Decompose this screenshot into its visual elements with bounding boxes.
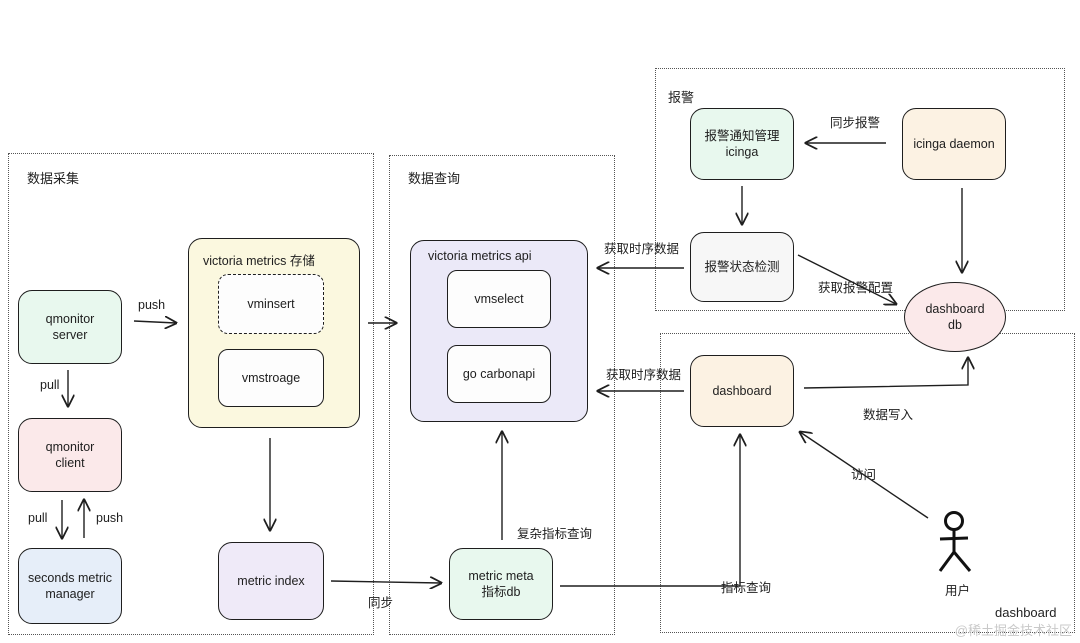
region-data-query-label: 数据查询 [408, 171, 461, 186]
edge-sync-index-meta [330, 581, 441, 583]
edge-label-data-write: 数据写入 [863, 408, 914, 422]
user-label: 用户 [945, 584, 971, 598]
edge-fetch-alarm-cfg [797, 254, 896, 304]
edge-label-pull-2: pull [28, 511, 48, 525]
metric-index-node[interactable]: metric index [218, 542, 324, 620]
metric-meta-node[interactable]: metric meta 指标db [449, 548, 553, 620]
edge-visit [800, 432, 929, 519]
vmselect-node[interactable]: vmselect [447, 270, 551, 328]
dashboard-node[interactable]: dashboard [690, 355, 794, 427]
edge-label-sync: 同步 [368, 596, 394, 610]
alarm-notify-node[interactable]: 报警通知管理 icinga [690, 108, 794, 180]
edge-label-push-1: push [138, 298, 166, 312]
vm-api-title: victoria metrics api [428, 249, 532, 263]
region-dashboard [660, 333, 1075, 633]
region-alarm [655, 68, 1065, 311]
edge-metric-query [560, 435, 740, 587]
qmonitor-server-node[interactable]: qmonitor server [18, 290, 122, 364]
dashboard-db-node[interactable]: dashboard db [904, 282, 1006, 352]
vminsert-node[interactable]: vminsert [218, 274, 324, 334]
edge-label-fetch-ts-1: 获取时序数据 [604, 242, 680, 256]
icinga-daemon-node[interactable]: icinga daemon [902, 108, 1006, 180]
region-alarm-label: 报警 [668, 90, 695, 105]
edge-data-write [803, 358, 968, 389]
seconds-metric-manager-node[interactable]: seconds metric manager [18, 548, 122, 624]
user-stick-figure-icon [938, 511, 972, 572]
edge-label-sync-alarm: 同步报警 [830, 116, 881, 130]
alarm-check-node[interactable]: 报警状态检测 [690, 232, 794, 302]
edge-label-metric-query: 指标查询 [721, 581, 772, 595]
go-carbonapi-node[interactable]: go carbonapi [447, 345, 551, 403]
region-data-query [389, 155, 615, 635]
edge-label-fetch-alarm-cfg: 获取报警配置 [818, 281, 894, 295]
edge-label-visit: 访问 [851, 468, 877, 482]
vmstroage-node[interactable]: vmstroage [218, 349, 324, 407]
region-data-collect-label: 数据采集 [27, 171, 80, 186]
watermark: @稀土掘金技术社区 [954, 623, 1072, 638]
vm-storage-title: victoria metrics 存储 [203, 254, 315, 268]
qmonitor-client-node[interactable]: qmonitor client [18, 418, 122, 492]
region-data-collect [8, 153, 374, 635]
edge-label-push-2: push [96, 511, 124, 525]
edge-label-pull-1: pull [40, 378, 60, 392]
edge-push-server-storage [133, 321, 176, 323]
edge-label-complex-query: 复杂指标查询 [517, 527, 593, 541]
edge-label-fetch-ts-2: 获取时序数据 [606, 368, 682, 382]
region-dashboard-label: dashboard [995, 605, 1057, 620]
